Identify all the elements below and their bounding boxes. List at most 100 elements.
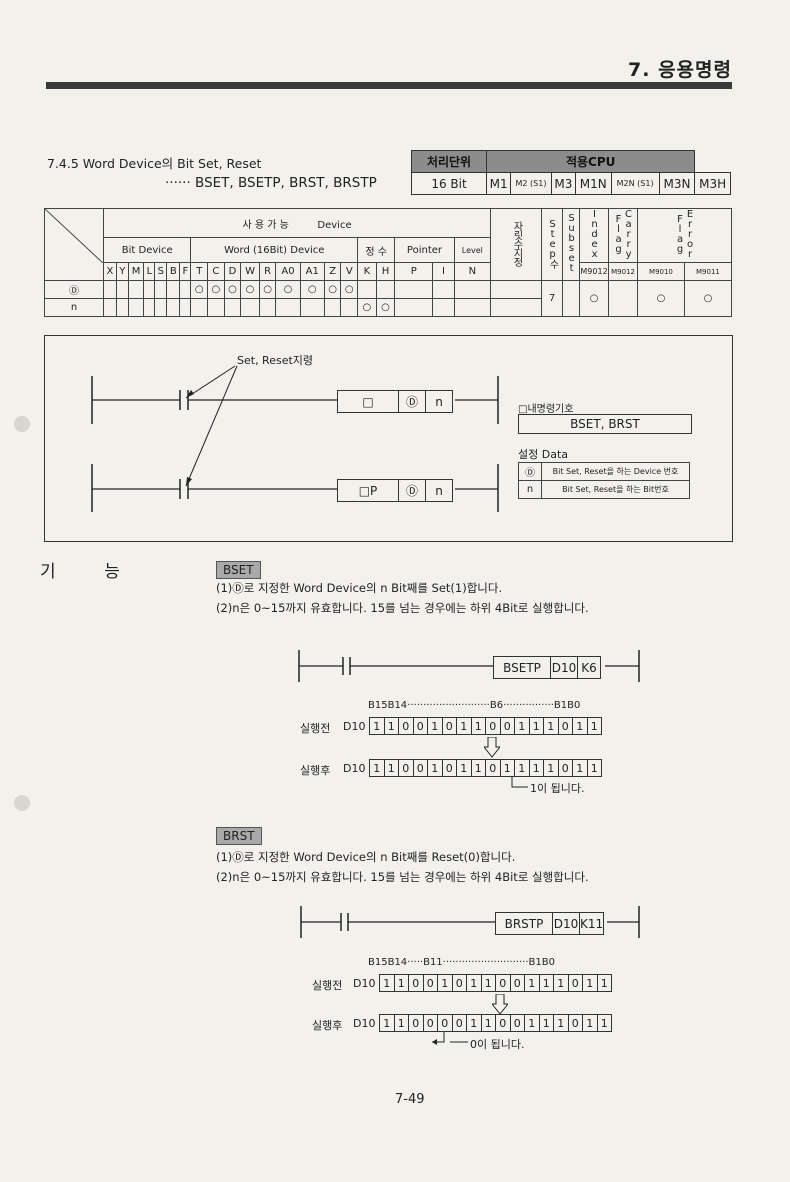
coil-instr: □P xyxy=(337,479,399,502)
cpu-cell: M3N xyxy=(658,172,696,195)
level-header: Level xyxy=(453,237,492,263)
instr-operand: K6 xyxy=(577,656,601,679)
data-key: Ⓓ xyxy=(518,462,542,481)
col-header: W xyxy=(240,262,260,281)
bit-cell: 1 xyxy=(466,974,482,992)
cpu-cell: M1 xyxy=(486,172,512,195)
bit-cell: 0 xyxy=(485,759,501,777)
cpu-cell: M3H xyxy=(694,172,731,195)
bset-line1: (1)Ⓓ로 지정한 Word Device의 n Bit째를 Set(1)합니다… xyxy=(216,581,503,595)
col-header: K xyxy=(357,262,377,281)
diagonal-line xyxy=(45,209,103,263)
carry-header: Carry Flag xyxy=(608,208,639,263)
bit-cell: 1 xyxy=(572,759,588,777)
header-rule xyxy=(46,82,732,89)
col-header: Y xyxy=(115,262,129,281)
bit-cell: 1 xyxy=(470,759,486,777)
col-header: F xyxy=(179,262,192,281)
coil-box: □ Ⓓ n xyxy=(337,390,453,413)
col-header: C xyxy=(207,262,225,281)
col-header: T xyxy=(190,262,209,281)
pointer-header: Pointer xyxy=(394,237,455,263)
col-header: N xyxy=(453,262,492,281)
instr-operand: K11 xyxy=(578,912,605,935)
subset-header: Subset xyxy=(562,208,581,281)
bit-cell: 1 xyxy=(379,1014,395,1032)
bit-cell: 1 xyxy=(480,1014,496,1032)
bit-cell: 0 xyxy=(412,717,428,735)
coil-box: □P Ⓓ n xyxy=(337,479,453,502)
register-label: D10 xyxy=(343,720,366,733)
error-mark: ○ xyxy=(637,280,685,317)
usable-mark: ○ xyxy=(299,280,325,299)
bset-instr-box: BSETP D10 K6 xyxy=(493,656,601,679)
bit-cell: 1 xyxy=(543,759,559,777)
index-flag-code: M9012 xyxy=(579,262,610,281)
usable-header: 사 용 가 능 Device xyxy=(102,207,492,239)
function-heading: 기 능 xyxy=(40,562,120,582)
bit-cell: 0 xyxy=(509,1014,525,1032)
data-desc: Bit Set, Reset을 하는 Bit번호 xyxy=(541,480,690,499)
instr-operand: D10 xyxy=(552,912,580,935)
bit-cell: 1 xyxy=(596,1014,612,1032)
bit-cell: 1 xyxy=(543,717,559,735)
usable-mark: ○ xyxy=(323,280,342,299)
bit-cell: 1 xyxy=(528,717,544,735)
bit-cell: 0 xyxy=(412,759,428,777)
bit-cell: 0 xyxy=(557,759,573,777)
bit-cell: 0 xyxy=(437,1014,453,1032)
bit-cell: 1 xyxy=(514,759,530,777)
before-label: 실행전 xyxy=(312,979,343,992)
section-title: 7.4.5 Word Device의 Bit Set, Reset xyxy=(47,156,262,171)
ladder-annotation: Set, Reset지령 xyxy=(237,354,314,367)
bit-cell: 1 xyxy=(538,974,554,992)
ladder-diagram-panel: Set, Reset지령 □ Ⓓ n □P Ⓓ n □내명령기호 BSET, B… xyxy=(44,335,733,542)
row-label-d: Ⓓ xyxy=(44,280,104,299)
register-label: D10 xyxy=(343,762,366,775)
bset-note: 1이 됩니다. xyxy=(530,782,585,795)
brst-line2: (2)n은 0~15까지 유효합니다. 15를 넘는 경우에는 하위 4Bit로… xyxy=(216,870,589,884)
device-table: 사 용 가 능 Device 자릿수지정 Step수 Subset Index … xyxy=(44,207,733,317)
bit-device-header: Bit Device xyxy=(102,237,192,263)
binder-hole xyxy=(14,416,30,432)
row-label-n: n xyxy=(44,298,104,317)
data-table: Ⓓ Bit Set, Reset을 하는 Device 번호 n Bit Set… xyxy=(518,462,690,499)
error-header: Error Flag xyxy=(637,208,732,263)
bit-cell: 0 xyxy=(557,717,573,735)
bit-cell: 0 xyxy=(499,717,515,735)
bit-cell: 0 xyxy=(408,1014,424,1032)
bit-cell: 1 xyxy=(480,974,496,992)
usable-mark: ○ xyxy=(375,298,396,317)
bit-cell: 1 xyxy=(553,974,569,992)
bit-cell: 1 xyxy=(383,759,399,777)
bset-bit-header: B15B14··························B6······… xyxy=(368,700,581,711)
bit-cell: 1 xyxy=(393,974,409,992)
bit-cell: 1 xyxy=(379,974,395,992)
col-header: H xyxy=(375,262,396,281)
brst-bit-header: B15B14·····B11··························… xyxy=(368,957,555,968)
col-header: A0 xyxy=(275,262,301,281)
symbol-label: □내명령기호 xyxy=(518,404,574,415)
ladder-lines xyxy=(91,365,499,512)
bit-cell: 1 xyxy=(437,974,453,992)
bit-cell: 1 xyxy=(456,717,472,735)
error-flag-code: M9010 xyxy=(637,262,685,281)
bit-cell: 1 xyxy=(596,974,612,992)
register-label: D10 xyxy=(353,1017,376,1030)
coil-n: n xyxy=(425,479,453,502)
instr-name: BRSTP xyxy=(495,912,553,935)
col-header: B xyxy=(166,262,181,281)
steps-header: Step수 xyxy=(541,208,564,281)
unit-value: 16 Bit xyxy=(410,172,488,195)
bit-cell: 0 xyxy=(567,974,583,992)
bit-cell: 1 xyxy=(582,1014,598,1032)
bit-cell: 1 xyxy=(427,717,443,735)
bit-cell: 1 xyxy=(538,1014,554,1032)
bit-cell: 1 xyxy=(514,717,530,735)
diagonal-cell xyxy=(44,208,104,281)
coil-n: n xyxy=(425,390,453,413)
down-arrow-icon xyxy=(484,737,500,758)
bit-cell: 1 xyxy=(524,1014,540,1032)
